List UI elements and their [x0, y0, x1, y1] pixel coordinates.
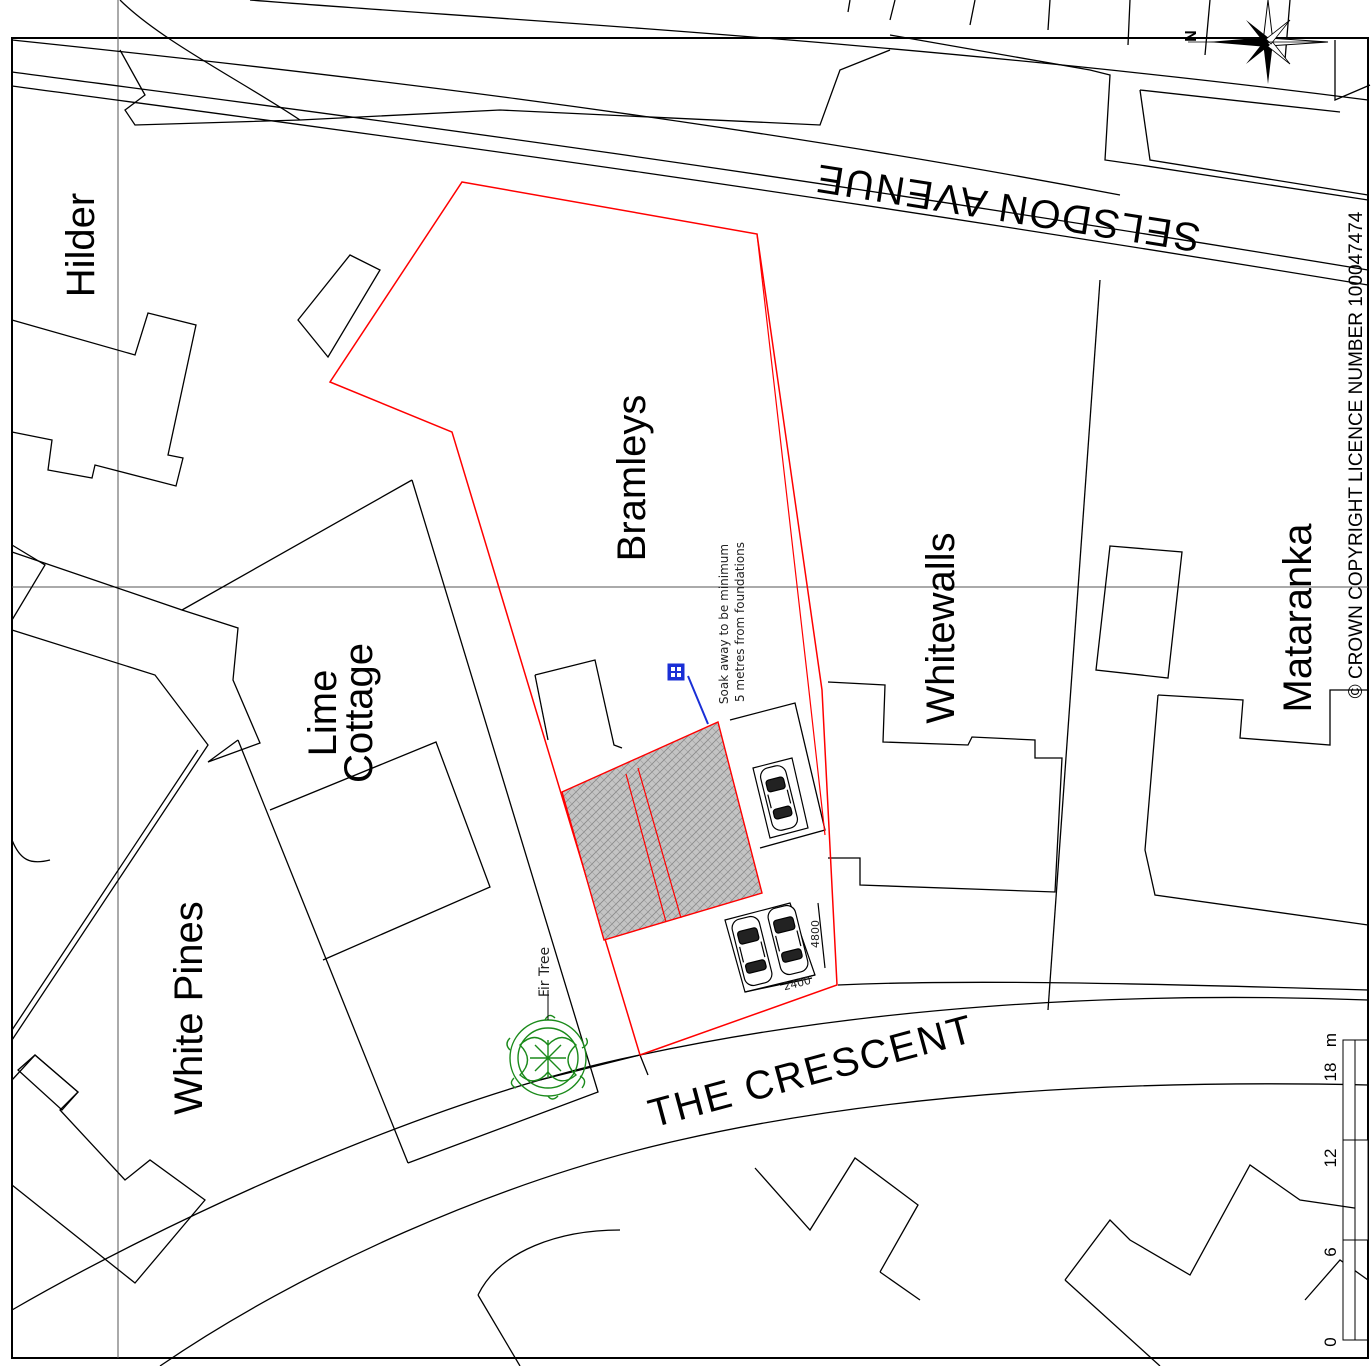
north-label: N	[1181, 30, 1198, 42]
label-selsdon-avenue: SELSDON AVENUE	[812, 155, 1204, 259]
scale-tick-18: 18	[1321, 1063, 1340, 1082]
dimension-length: 4800	[809, 920, 822, 948]
scale-tick-12: 12	[1321, 1149, 1340, 1168]
north-properties	[119, 0, 1371, 201]
soakaway-drain	[667, 663, 709, 725]
south-properties	[477, 1157, 1369, 1366]
car-icon-3	[767, 904, 809, 976]
north-arrow-icon	[1188, 0, 1329, 84]
label-whitewalls: Whitewalls	[919, 532, 963, 723]
label-soakaway-line1: Soak away to be minimum	[717, 544, 731, 704]
parking-bay-single	[752, 757, 809, 839]
label-fir-tree: Fir Tree	[537, 947, 553, 997]
label-lime-cottage-line2: Cottage	[337, 643, 381, 783]
scale-tick-6: 6	[1321, 1247, 1340, 1256]
proposed-building	[561, 721, 763, 941]
hilder-house	[11, 254, 381, 487]
label-soakaway-line2: 5 metres from foundations	[733, 542, 747, 702]
label-bramleys: Bramleys	[610, 395, 654, 562]
car-icon-1	[759, 765, 799, 831]
label-mataranka: Mataranka	[1276, 523, 1320, 713]
label-hilder: Hilder	[59, 193, 103, 297]
drawing-frame	[11, 37, 1369, 1359]
car-icon-2	[731, 915, 773, 987]
copyright-notice: © CROWN COPYRIGHT LICENCE NUMBER 1000474…	[1346, 211, 1367, 698]
east-properties	[534, 279, 1369, 1011]
west-boundaries	[11, 479, 599, 1284]
selsdon-avenue-edges	[11, 0, 1369, 286]
parking-bays-double	[724, 902, 826, 993]
label-the-crescent: THE CRESCENT	[644, 1007, 979, 1136]
scale-unit: m	[1321, 1033, 1340, 1047]
scale-bar	[1342, 1039, 1369, 1341]
label-white-pines: White Pines	[167, 901, 211, 1114]
dimension-width: 2400	[782, 974, 812, 993]
label-lime-cottage-line1: Lime	[301, 670, 345, 757]
scale-tick-0: 0	[1321, 1337, 1340, 1346]
grid-lines	[12, 0, 1368, 1358]
site-boundary-inner	[756, 233, 826, 836]
the-crescent-edges	[11, 981, 1369, 1366]
site-boundary	[328, 181, 838, 1056]
